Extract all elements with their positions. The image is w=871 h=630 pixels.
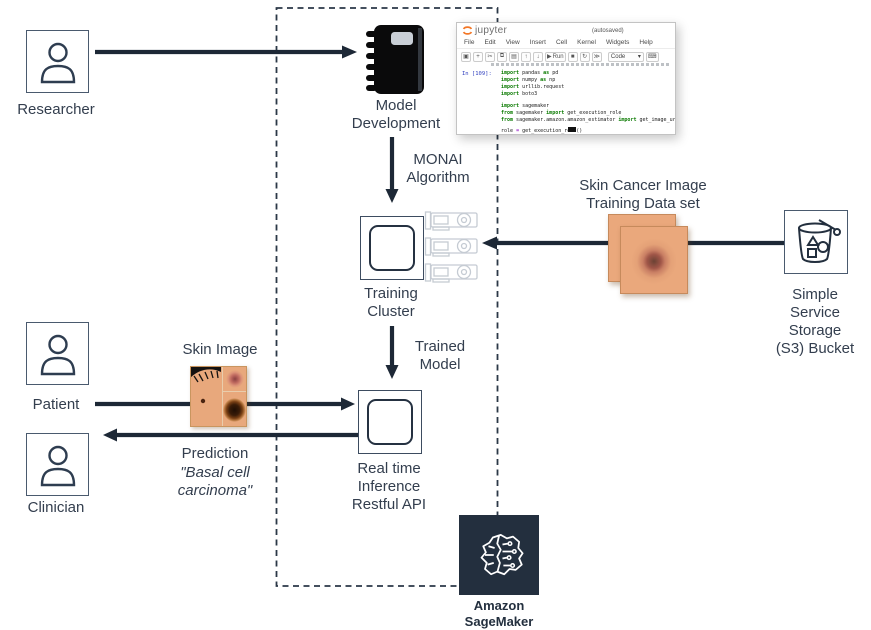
model-development-label: Model Development [351,97,441,132]
cell-type-value: Code [610,53,626,60]
menu-edit[interactable]: Edit [484,39,496,46]
jupyter-window: jupyter (autosaved) File Edit View Inser… [456,22,676,135]
skin-image-label: Skin Image [182,341,258,358]
amazon-sagemaker-label: Amazon SageMaker [464,598,534,629]
move-up-icon[interactable]: ↑ [521,51,531,62]
clinician-node [26,433,89,496]
inference-node [358,390,422,454]
amazon-sagemaker-node [459,515,539,595]
training-cluster-label: Training Cluster [364,285,418,320]
sagemaker-boundary-dashed-box [275,7,499,587]
patient-node [26,322,89,385]
gpu-card-icon [424,237,478,257]
dataset-image-front [620,226,688,294]
menu-insert[interactable]: Insert [529,39,546,46]
autosave-status: (autosaved) [592,28,624,34]
jupyter-logo-text: jupyter [475,25,508,36]
sagemaker-brain-icon [480,534,524,576]
save-icon[interactable]: ▣ [461,51,471,62]
s3-bucket-icon [798,219,841,263]
person-icon [40,334,75,375]
menu-widgets[interactable]: Widgets [605,39,630,46]
cell-prompt: In [109]: [462,71,492,77]
move-down-icon[interactable]: ↓ [533,51,543,62]
stop-icon[interactable]: ■ [567,51,578,62]
copy-icon[interactable]: ⧉ [497,51,507,62]
skin-cancer-dataset-label: Skin Cancer Image Training Data set [579,177,707,212]
person-icon [40,445,75,486]
keyboard-icon[interactable]: ⌨ [645,51,659,62]
run-label: Run [552,53,564,60]
collapsed-markdown-text [491,63,669,66]
patient-label: Patient [32,396,80,413]
cut-icon[interactable]: ✂ [485,51,495,62]
menu-file[interactable]: File [464,39,475,46]
arrow-monai-algorithm-down [385,137,399,203]
clinician-label: Clinician [27,499,85,516]
prediction-value: "Basal cell carcinoma" [177,464,253,499]
gpu-card-icon [424,263,478,283]
skin-image-thumbnail [190,366,247,427]
training-cluster-node [360,216,424,280]
jupyter-toolbar: ▣ + ✂ ⧉ ▤ ↑ ↓ ▶ Run ■ ↻ ≫ Code ▾ ⌨ [457,50,675,63]
jupyter-menubar: File Edit View Insert Cell Kernel Widget… [457,38,675,49]
menu-view[interactable]: View [505,39,520,46]
text-cursor [568,127,576,132]
run-button[interactable]: ▶ Run [545,51,566,62]
researcher-label: Researcher [17,101,95,118]
inference-label: Real time Inference Restful API [351,460,427,513]
researcher-node [26,30,89,93]
trained-model-label: Trained Model [414,338,466,373]
menu-help[interactable]: Help [639,39,653,46]
cell-type-dropdown[interactable]: Code ▾ [607,51,644,62]
prediction-label: Prediction [181,445,249,462]
gpu-card-icon [424,211,478,231]
person-icon [40,42,75,83]
monai-algorithm-label: MONAI Algorithm [406,151,470,186]
menu-cell[interactable]: Cell [555,39,568,46]
s3-bucket-node [784,210,848,274]
add-cell-icon[interactable]: + [473,51,483,62]
sagemaker-model-icon [367,399,413,445]
paste-icon[interactable]: ▤ [509,51,519,62]
jupyter-header: jupyter (autosaved) [457,23,675,37]
s3-bucket-label: Simple Service Storage (S3) Bucket [775,286,855,357]
run-icon: ▶ [547,54,552,60]
gpu-stack [424,209,480,284]
chevron-down-icon: ▾ [637,54,641,60]
notebook-icon [366,25,424,94]
fast-forward-icon[interactable]: ≫ [591,51,602,62]
jupyter-logo: jupyter [462,25,507,36]
restart-icon[interactable]: ↻ [579,51,590,62]
arrow-inference-to-clinician [103,428,358,442]
menu-kernel[interactable]: Kernel [577,39,596,46]
jupyter-logo-icon [462,26,473,35]
arrow-trained-model-down [385,326,399,379]
arrow-researcher-to-model-development [95,45,357,59]
sagemaker-training-icon [369,225,415,271]
